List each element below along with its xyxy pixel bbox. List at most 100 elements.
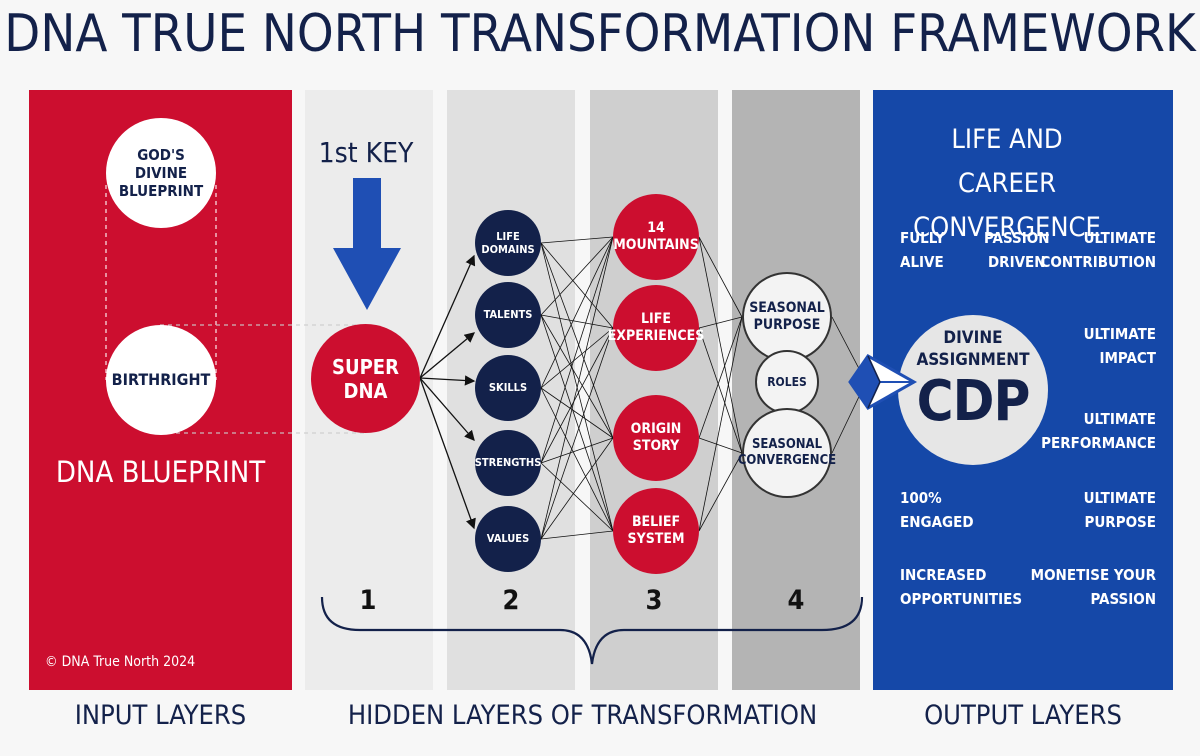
divine-assignment-line-1: DIVINE (943, 328, 1003, 348)
node-line: LIFE (496, 229, 520, 243)
mesh-link (540, 236, 614, 464)
roles-node: ROLES (755, 350, 819, 414)
mesh-link (540, 327, 614, 464)
mesh-link (540, 236, 614, 540)
output-ultimate-contribution: ULTIMATE CONTRIBUTION (1040, 226, 1156, 274)
node-line: BELIEF (631, 514, 681, 531)
out-line: DRIVEN (987, 253, 1046, 271)
divine-assignment-line-2: ASSIGNMENT (916, 350, 1030, 370)
input-layers-label: INPUT LAYERS (74, 700, 247, 731)
mesh-link (540, 236, 614, 389)
gods-divine-blueprint-circle: GOD'S DIVINE BLUEPRINT (106, 118, 216, 228)
out-line: ULTIMATE (1083, 410, 1156, 428)
output-100-engaged: 100% ENGAGED (900, 486, 974, 534)
output-monetise-your-passion: MONETISE YOUR PASSION (1031, 563, 1156, 611)
seasonal-purpose-node: SEASONAL PURPOSE (742, 272, 832, 362)
output-ultimate-performance: ULTIMATE PERFORMANCE (1041, 407, 1156, 455)
mesh-link (540, 314, 614, 329)
out-line: FULLY (900, 229, 945, 247)
hidden-layers-brace (320, 596, 864, 665)
node-line: EXPERIENCES (607, 328, 705, 344)
circle-line: DIVINE (134, 164, 188, 182)
out-line: ULTIMATE (1083, 489, 1156, 507)
out-line: ULTIMATE (1083, 229, 1156, 247)
copyright-text: © DNA True North 2024 (45, 654, 196, 670)
out-line: MONETISE YOUR (1030, 566, 1156, 584)
mesh-link (540, 327, 614, 389)
out-line: PASSION (984, 229, 1050, 247)
mesh-link (540, 242, 614, 329)
output-ultimate-purpose: ULTIMATE PURPOSE (1084, 486, 1156, 534)
node-line: DOMAINS (481, 243, 535, 256)
column-number-2: 2 (502, 585, 520, 616)
column-number-4: 4 (787, 585, 805, 616)
column-number-3: 3 (645, 585, 663, 616)
node-line: SEASONAL (751, 437, 823, 453)
circle-line: BLUEPRINT (118, 182, 204, 200)
mesh-link (698, 316, 743, 439)
mesh-link (540, 437, 614, 540)
dashed-connector (105, 185, 365, 434)
out-line: ENGAGED (900, 513, 974, 531)
layer2-node-strengths: STRENGTHS (475, 430, 541, 496)
super-dna-arrows (419, 254, 476, 530)
mesh-link (698, 316, 743, 532)
mesh-layer2-to-layer3 (540, 236, 614, 540)
down-arrow-icon (333, 178, 401, 310)
cdp-label: CDP (916, 369, 1031, 434)
output-heading-line-2: CAREER CONVERGENCE (913, 168, 1101, 243)
output-passion-driven: PASSION DRIVEN (984, 226, 1050, 274)
hidden-layers-label: HIDDEN LAYERS OF TRANSFORMATION (347, 700, 818, 731)
node-line: STORY (632, 438, 680, 454)
mesh-link (698, 236, 743, 454)
node-line: TALENTS (483, 308, 533, 322)
node-line: MOUNTAINS (613, 237, 699, 253)
mesh-link (540, 327, 614, 540)
mesh-link (698, 236, 743, 318)
roles-label: ROLES (767, 374, 807, 389)
hidden-layer-3-panel (590, 90, 718, 690)
out-line: OPPORTUNITIES (900, 590, 1023, 608)
out-line: CONTRIBUTION (1040, 253, 1156, 271)
node-line: 14 (647, 220, 665, 237)
super-dna-node: SUPER DNA (311, 324, 420, 433)
birthright-label: BIRTHRIGHT (111, 370, 211, 390)
dna-blueprint-heading: DNA BLUEPRINT (55, 455, 266, 489)
diamond-icon (848, 354, 918, 410)
node-line: DNA (343, 378, 388, 403)
node-line: SUPER (332, 354, 399, 379)
first-key-label: 1st KEY (318, 136, 414, 169)
mesh-link (698, 452, 743, 532)
mesh-link (540, 437, 614, 464)
mesh-link (540, 314, 614, 439)
mesh-link (698, 437, 743, 454)
output-ultimate-impact: ULTIMATE IMPACT (1084, 322, 1156, 370)
node-line: SKILLS (488, 381, 528, 395)
mesh-link (698, 316, 743, 329)
node-line: STRENGTHS (474, 456, 542, 470)
out-line: PERFORMANCE (1041, 434, 1156, 452)
node-line: ORIGIN (630, 421, 682, 438)
seasonal-convergence-node: SEASONAL CONVERGENCE (738, 408, 836, 498)
layer2-node-values: VALUES (475, 506, 541, 572)
output-layers-label: OUTPUT LAYERS (924, 700, 1122, 731)
out-line: PASSION (1090, 590, 1156, 608)
mesh-link (698, 327, 743, 454)
mesh-link (540, 236, 614, 244)
mesh-link (540, 387, 614, 439)
output-heading: LIFE AND CAREER CONVERGENCE (873, 118, 1141, 250)
node-line: VALUES (486, 532, 530, 546)
mesh-link (540, 387, 614, 532)
output-fully-alive: FULLY ALIVE (900, 226, 945, 274)
out-line: IMPACT (1099, 349, 1156, 367)
node-line: CONVERGENCE (737, 453, 837, 468)
node-line: SEASONAL (749, 300, 825, 317)
out-line: ALIVE (900, 253, 944, 271)
layer2-node-talents: TALENTS (475, 282, 541, 348)
